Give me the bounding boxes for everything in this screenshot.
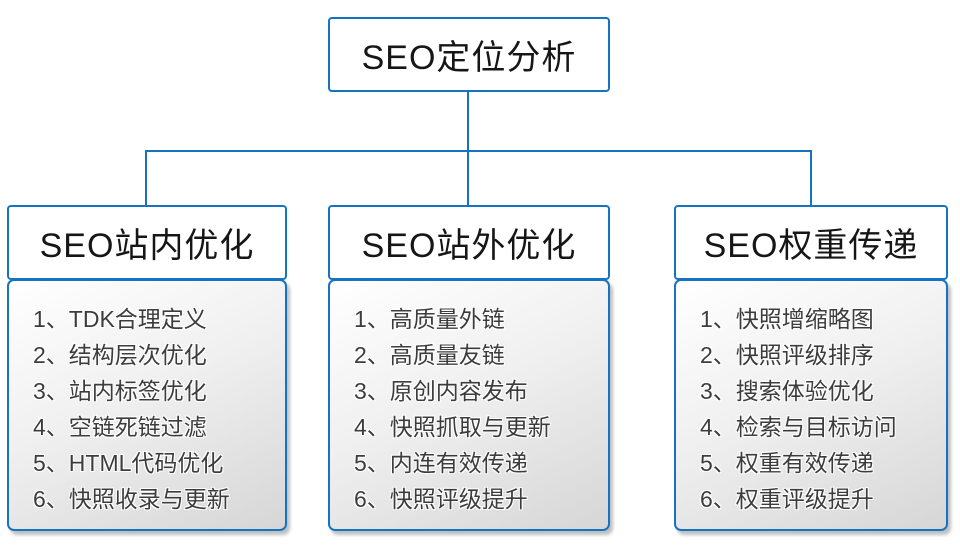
list-item: 5、内连有效传递 [354,450,528,476]
column-onsite-panel: 1、TDK合理定义 2、结构层次优化 3、站内标签优化 4、空链死链过滤 5、H… [7,279,287,531]
list-item: 1、快照增缩略图 [700,306,874,332]
list-item: 4、检索与目标访问 [700,414,897,440]
list-item: 6、快照收录与更新 [33,486,230,512]
column-weight-list: 1、快照增缩略图 2、快照评级排序 3、搜索体验优化 4、检索与目标访问 5、权… [700,301,940,517]
list-item: 5、HTML代码优化 [33,450,224,476]
column-weight-title: SEO权重传递 [703,227,919,265]
column-onsite-title: SEO站内优化 [39,227,255,265]
root-node-title: SEO定位分析 [361,39,577,77]
list-item: 6、权重评级提升 [700,486,874,512]
list-item: 4、快照抓取与更新 [354,414,551,440]
list-item: 2、快照评级排序 [700,342,874,368]
column-offsite-panel: 1、高质量外链 2、高质量友链 3、原创内容发布 4、快照抓取与更新 5、内连有… [328,279,610,531]
column-offsite-list: 1、高质量外链 2、高质量友链 3、原创内容发布 4、快照抓取与更新 5、内连有… [354,301,602,517]
column-offsite-header: SEO站外优化 [328,205,610,280]
list-item: 3、搜索体验优化 [700,378,874,404]
connector-horizontal-line [145,150,812,152]
list-item: 2、结构层次优化 [33,342,207,368]
list-item: 1、TDK合理定义 [33,306,207,332]
connector-left-drop-line [145,150,147,206]
column-onsite-header: SEO站内优化 [7,205,287,280]
list-item: 1、高质量外链 [354,306,505,332]
list-item: 3、站内标签优化 [33,378,207,404]
connector-root-vertical-line [467,92,469,205]
list-item: 2、高质量友链 [354,342,505,368]
list-item: 6、快照评级提升 [354,486,528,512]
column-weight-panel: 1、快照增缩略图 2、快照评级排序 3、搜索体验优化 4、检索与目标访问 5、权… [674,279,948,531]
list-item: 5、权重有效传递 [700,450,874,476]
column-onsite-list: 1、TDK合理定义 2、结构层次优化 3、站内标签优化 4、空链死链过滤 5、H… [33,301,279,517]
list-item: 4、空链死链过滤 [33,414,207,440]
column-weight-header: SEO权重传递 [674,205,948,280]
list-item: 3、原创内容发布 [354,378,528,404]
connector-right-drop-line [810,150,812,206]
root-node: SEO定位分析 [328,17,610,92]
column-offsite-title: SEO站外优化 [361,227,577,265]
